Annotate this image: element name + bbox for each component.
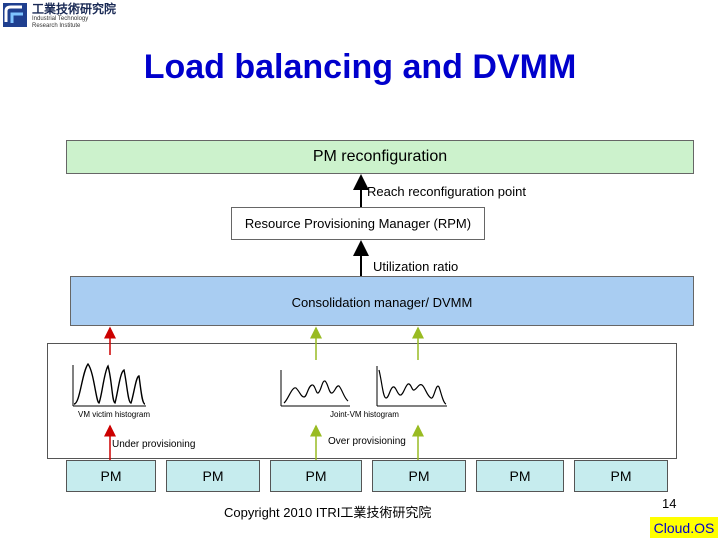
- vm-histogram-area: [47, 343, 677, 459]
- page-number: 14: [662, 496, 677, 511]
- consolidation-manager-box: Consolidation manager/ DVMM: [70, 276, 694, 326]
- cloudos-badge: Cloud.OS: [650, 517, 718, 538]
- joint-vm-histogram-label: Joint-VM histogram: [330, 410, 399, 419]
- rpm-box: Resource Provisioning Manager (RPM): [231, 207, 485, 240]
- pm-box-6: PM: [574, 460, 668, 492]
- pm-box-3: PM: [270, 460, 362, 492]
- over-provisioning-label: Over provisioning: [328, 436, 406, 447]
- vm-victim-histogram-label: VM victim histogram: [78, 410, 151, 419]
- pm-box-5: PM: [476, 460, 564, 492]
- pm-reconfiguration-box: PM reconfiguration: [66, 140, 694, 174]
- pm-box-4: PM: [372, 460, 466, 492]
- under-provisioning-label: Under provisioning: [112, 439, 196, 450]
- pm-box-1: PM: [66, 460, 156, 492]
- pm-box-2: PM: [166, 460, 260, 492]
- utilization-ratio-label: Utilization ratio: [373, 259, 459, 274]
- vm-victim-histogram-plot: [72, 362, 146, 407]
- logo-name-english-line1: Industrial Technology: [32, 16, 89, 22]
- joint-vm-histogram-plot-1: [280, 370, 350, 407]
- itri-logo-icon: [3, 3, 27, 27]
- slide-title: Load balancing and DVMM: [143, 48, 577, 86]
- joint-vm-histogram-plot-2: [376, 366, 447, 407]
- reach-point-label: Reach reconfiguration point: [367, 184, 526, 199]
- logo-name-english-line2: Research Institute: [32, 23, 81, 29]
- copyright-text: Copyright 2010 ITRI工業技術研究院: [224, 505, 432, 520]
- logo-name-chinese: 工業技術研究院: [32, 2, 117, 16]
- itri-logo: 工業技術研究院 Industrial Technology Research I…: [2, 2, 132, 32]
